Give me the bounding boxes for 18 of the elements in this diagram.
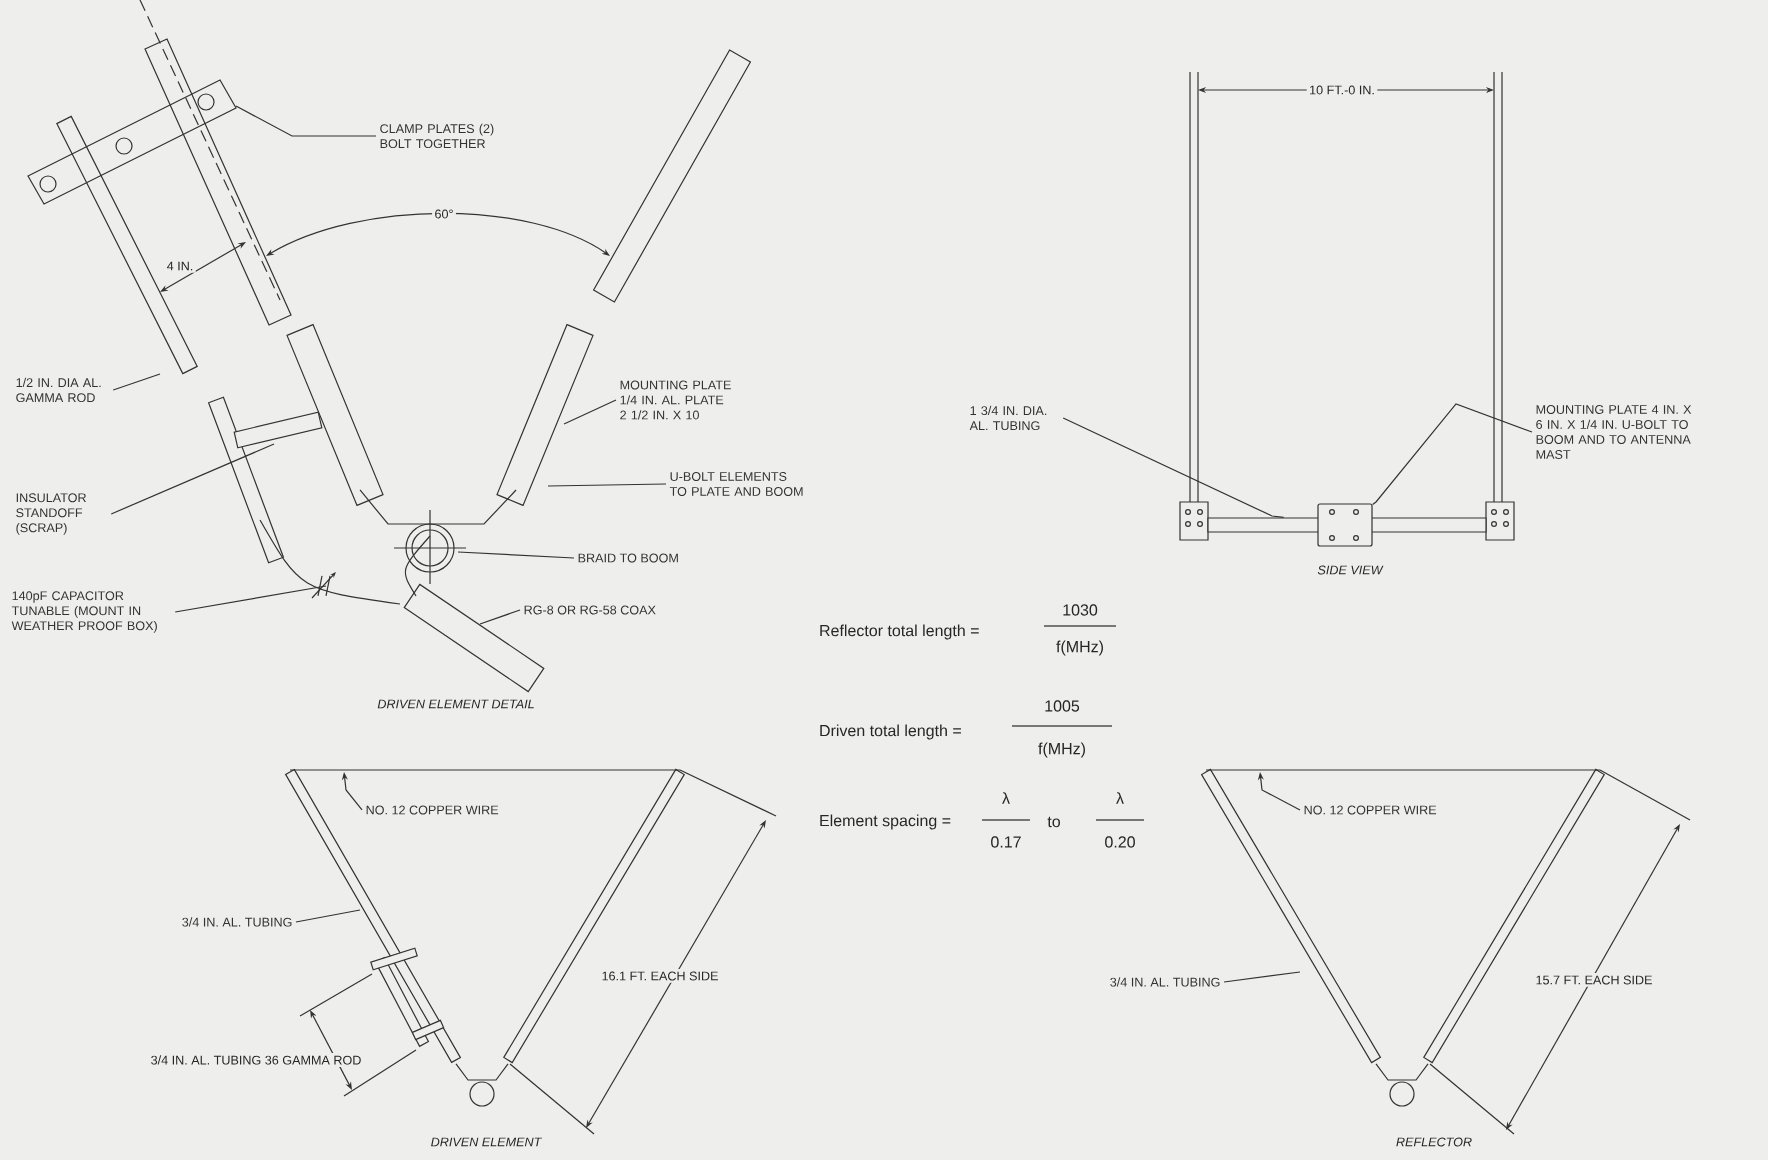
formula-text: f(MHz): [1035, 740, 1089, 760]
leader-line: [547, 483, 667, 487]
mounting-plate: [1317, 503, 1373, 547]
leader-line: [235, 105, 377, 137]
leader-line: [479, 609, 521, 625]
leader-line: [1372, 403, 1533, 506]
formula-text: Driven total length =: [816, 722, 965, 742]
leader-line: [110, 443, 275, 515]
leader-line: [112, 373, 161, 391]
leader-line: [457, 551, 575, 559]
formula-text: Element spacing =: [816, 812, 954, 832]
formula-text: f(MHz): [1053, 638, 1107, 658]
leader-line: [1223, 971, 1301, 983]
leader-line: [174, 585, 327, 613]
leader-line: [295, 909, 361, 923]
leader-line: [1062, 417, 1285, 518]
formula-text: Reflector total length =: [816, 622, 982, 642]
leader-line: [563, 399, 617, 425]
